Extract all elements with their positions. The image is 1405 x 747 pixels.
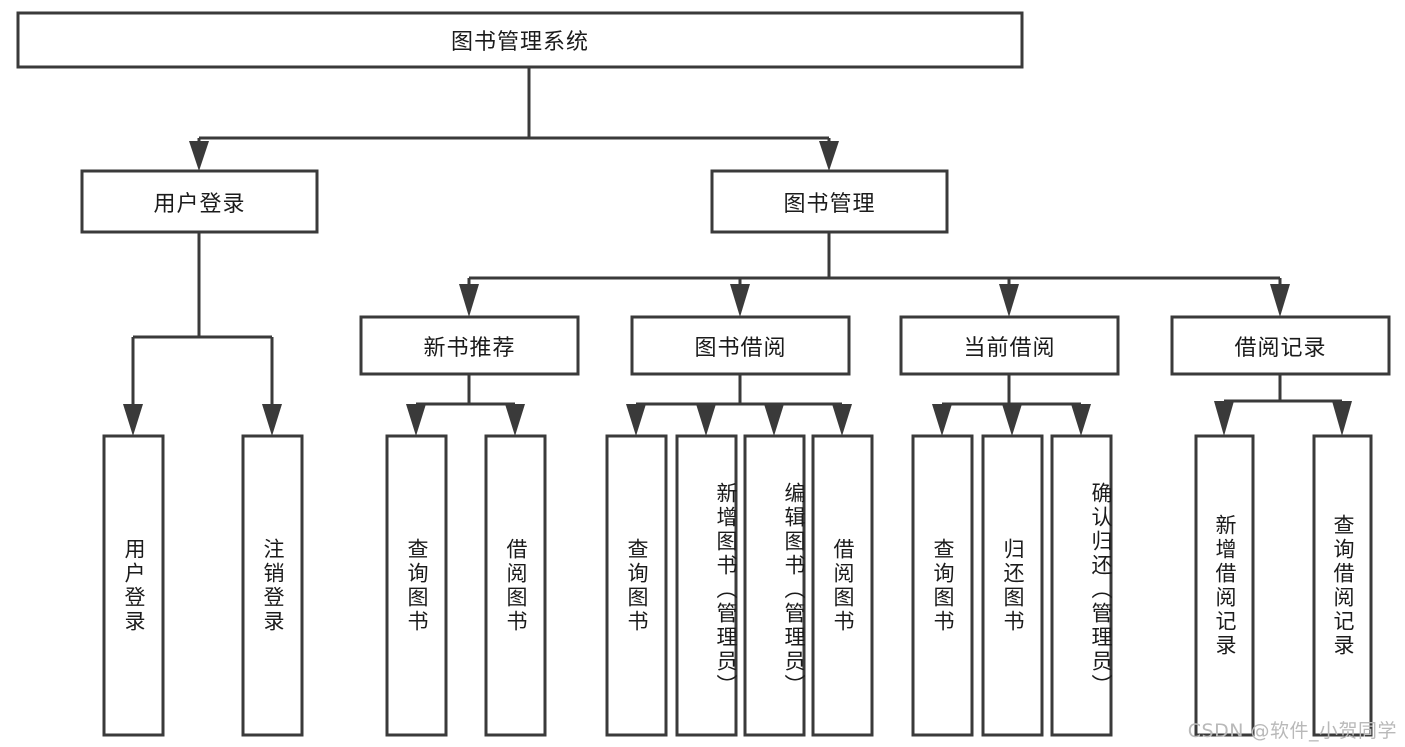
node-box-current-borrow[interactable] <box>899 315 1120 376</box>
node-box-leaf-query-record[interactable] <box>1312 434 1373 737</box>
arrow-head-leaf-add-book <box>696 404 716 436</box>
node-box-leaf-add-record[interactable] <box>1194 434 1255 737</box>
arrow-head-leaf-logout-login <box>262 404 282 436</box>
node-box-leaf-query-book-2[interactable] <box>605 434 668 737</box>
arrow-head-leaf-confirm-return <box>1071 404 1091 436</box>
arrow-head-new-book-recommend <box>459 284 479 317</box>
arrow-head-leaf-query-book-3 <box>932 404 952 436</box>
node-box-new-book-recommend[interactable] <box>359 315 580 376</box>
arrow-head-leaf-edit-book <box>764 404 784 436</box>
node-box-leaf-borrow-book-1[interactable] <box>484 434 547 737</box>
arrow-head-leaf-borrow-book-1 <box>505 404 525 436</box>
arrow-head-borrow-record <box>1270 284 1290 317</box>
arrow-head-leaf-return-book <box>1002 404 1022 436</box>
node-box-leaf-add-book[interactable] <box>675 434 738 737</box>
node-box-borrow-record[interactable] <box>1170 315 1391 376</box>
arrow-head-book-borrow <box>730 284 750 317</box>
node-box-leaf-user-login[interactable] <box>102 434 165 737</box>
node-box-leaf-edit-book[interactable] <box>743 434 806 737</box>
arrow-head-leaf-user-login <box>123 404 143 436</box>
node-box-user-login[interactable] <box>80 169 319 234</box>
arrow-head-current-borrow <box>999 284 1019 317</box>
arrow-head-leaf-query-book-1 <box>406 404 426 436</box>
arrow-head-user-login <box>189 141 209 171</box>
arrow-head-leaf-borrow-book-2 <box>832 404 852 436</box>
arrow-head-leaf-add-record <box>1214 401 1234 436</box>
arrow-head-leaf-query-book-2 <box>626 404 646 436</box>
node-box-leaf-return-book[interactable] <box>981 434 1044 737</box>
node-box-leaf-query-book-1[interactable] <box>385 434 448 737</box>
node-box-leaf-logout-login[interactable] <box>241 434 304 737</box>
node-box-book-management[interactable] <box>710 169 949 234</box>
node-box-root[interactable] <box>16 11 1024 69</box>
node-box-book-borrow[interactable] <box>630 315 851 376</box>
node-box-leaf-borrow-book-2[interactable] <box>811 434 874 737</box>
node-box-leaf-query-book-3[interactable] <box>911 434 974 737</box>
arrow-head-leaf-query-record <box>1332 401 1352 436</box>
arrow-head-book-management <box>819 141 839 171</box>
node-box-leaf-confirm-return[interactable] <box>1050 434 1113 737</box>
